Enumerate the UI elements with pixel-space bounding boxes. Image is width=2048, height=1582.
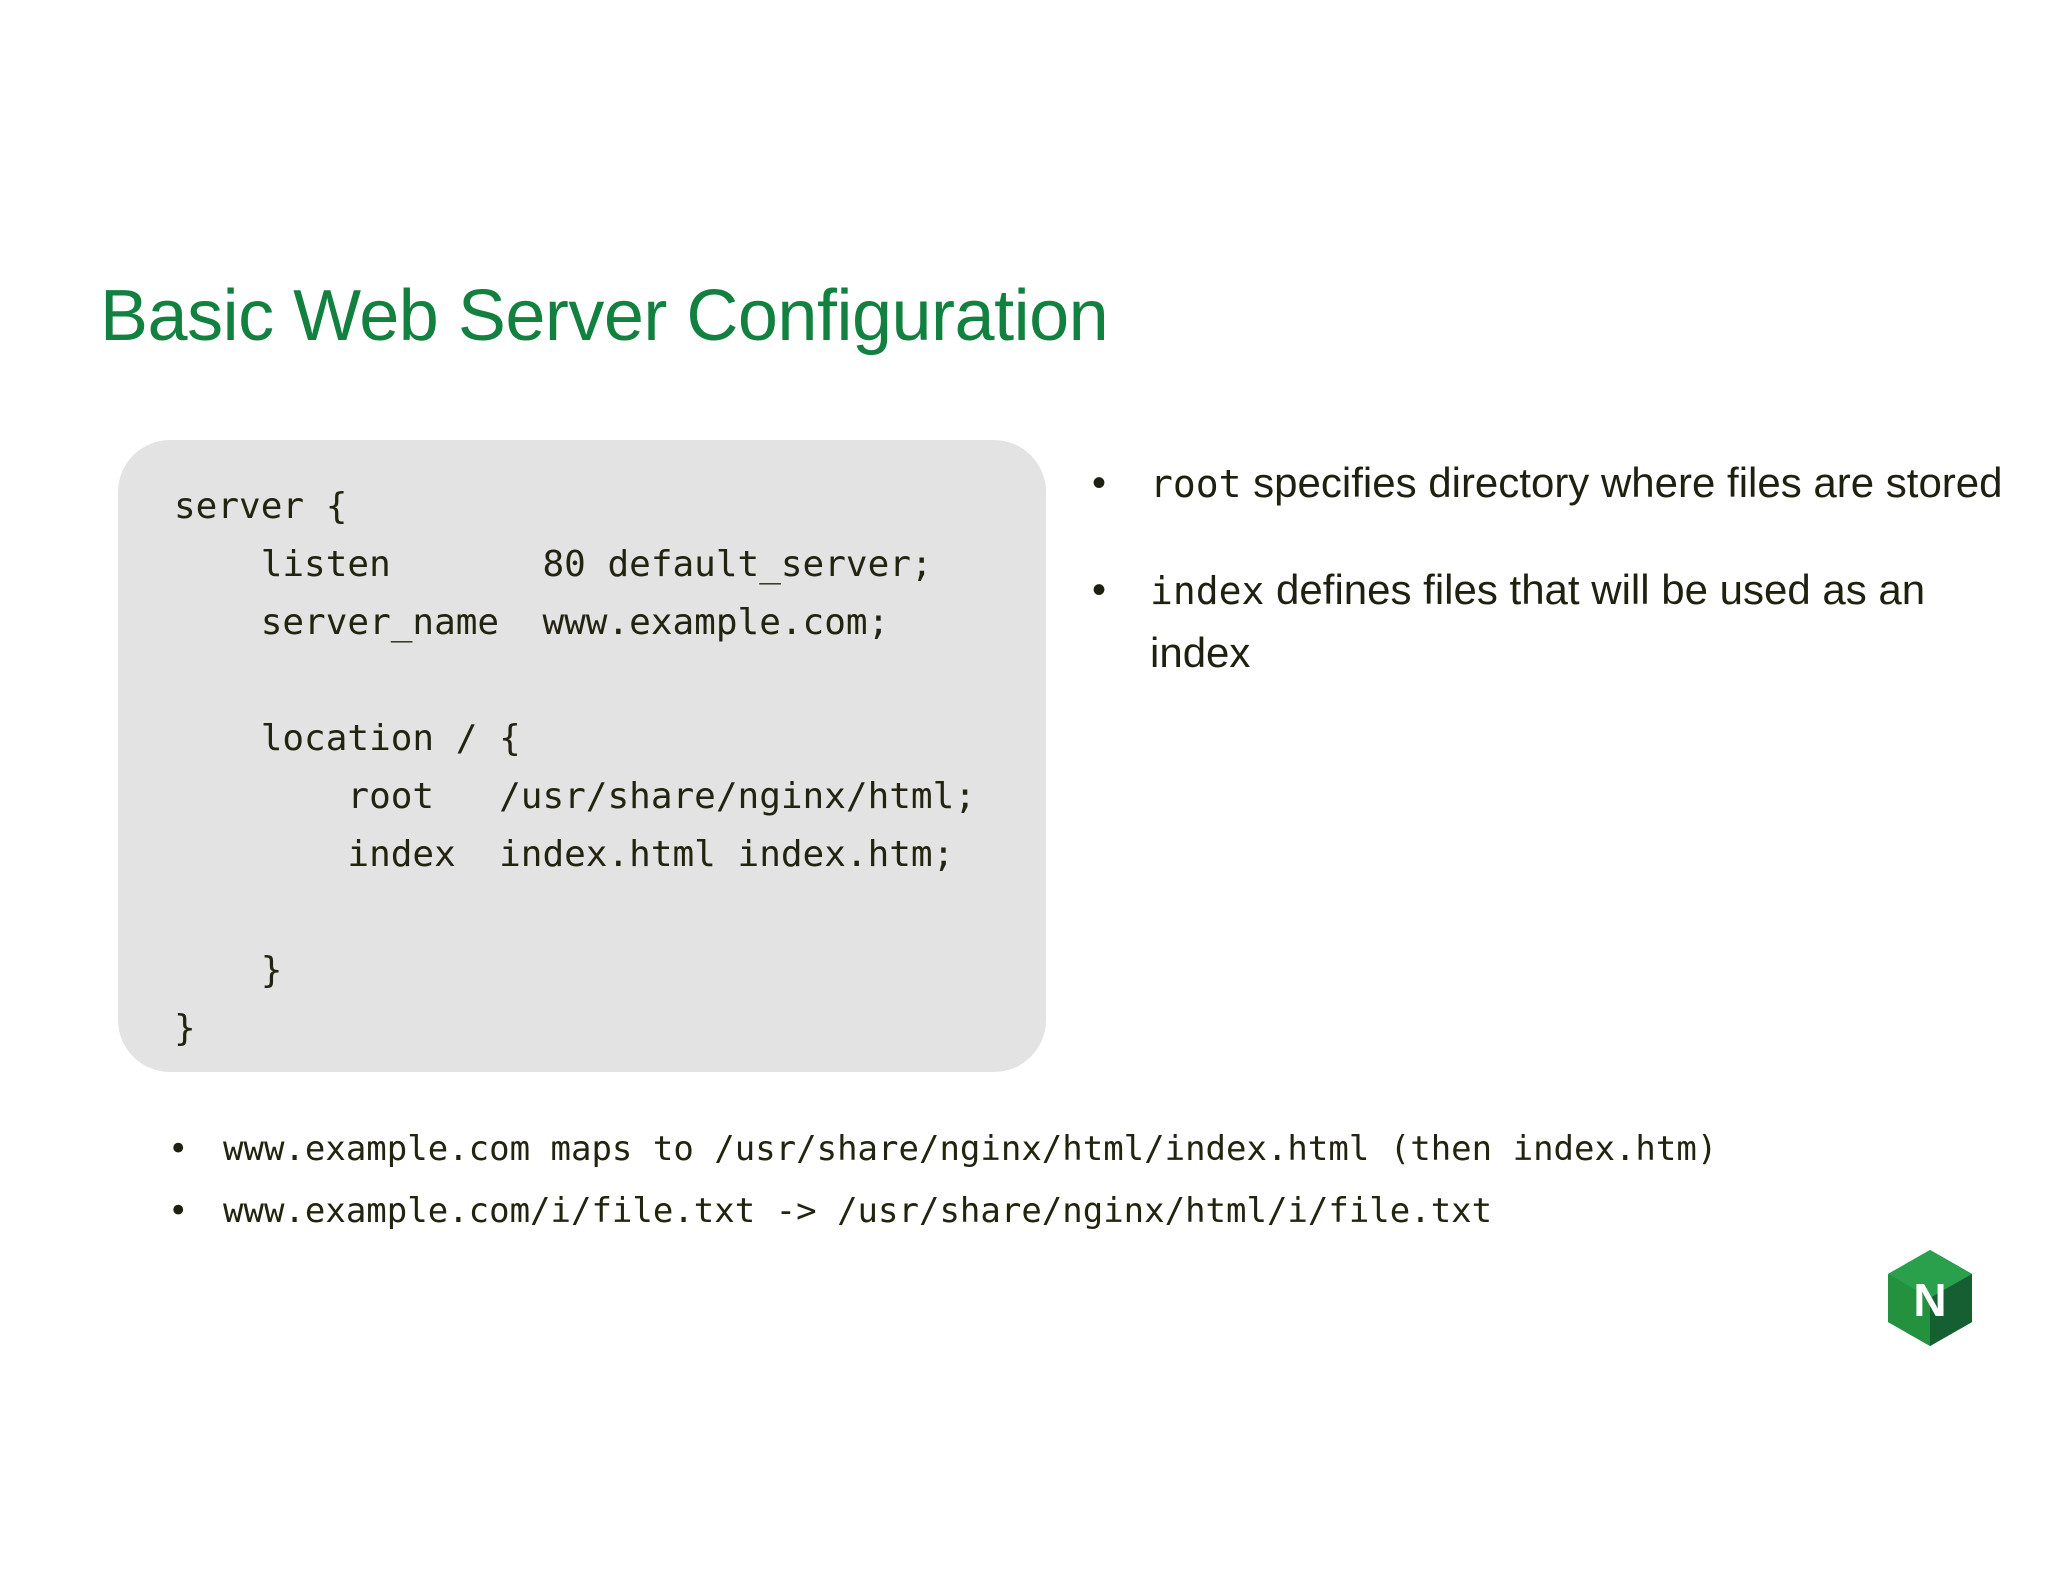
bullet-marker-icon: •: [168, 1191, 189, 1231]
mapping-text: www.example.com maps to /usr/share/nginx…: [223, 1129, 1718, 1169]
list-item: • index defines files that will be used …: [1092, 559, 2022, 684]
nginx-config-code: server { listen 80 default_server; serve…: [174, 486, 976, 1049]
directive-bullet-list: • root specifies directory where files a…: [1092, 452, 2022, 728]
directive-keyword-index: index: [1150, 569, 1265, 613]
bullet-marker-icon: •: [1092, 461, 1107, 505]
list-item: • root specifies directory where files a…: [1092, 452, 2022, 515]
bullet-text: root specifies directory where files are…: [1150, 452, 2022, 515]
page-title: Basic Web Server Configuration: [100, 276, 1109, 356]
bullet-marker-icon: •: [168, 1129, 189, 1169]
bullet-marker-icon: •: [1092, 568, 1107, 612]
bullet-description: defines files that will be used as an in…: [1150, 566, 1926, 676]
directive-keyword-root: root: [1150, 462, 1242, 506]
mapping-text: www.example.com/i/file.txt -> /usr/share…: [223, 1191, 1493, 1231]
nginx-logo-icon: N: [1884, 1248, 1976, 1348]
list-item: • www.example.com/i/file.txt -> /usr/sha…: [168, 1184, 1968, 1238]
code-panel: server { listen 80 default_server; serve…: [118, 440, 1046, 1072]
bullet-description: specifies directory where files are stor…: [1241, 459, 2003, 506]
svg-text:N: N: [1913, 1274, 1946, 1326]
mapping-bullet-list: • www.example.com maps to /usr/share/ngi…: [168, 1122, 1968, 1246]
bullet-text: index defines files that will be used as…: [1150, 559, 2022, 684]
list-item: • www.example.com maps to /usr/share/ngi…: [168, 1122, 1968, 1176]
